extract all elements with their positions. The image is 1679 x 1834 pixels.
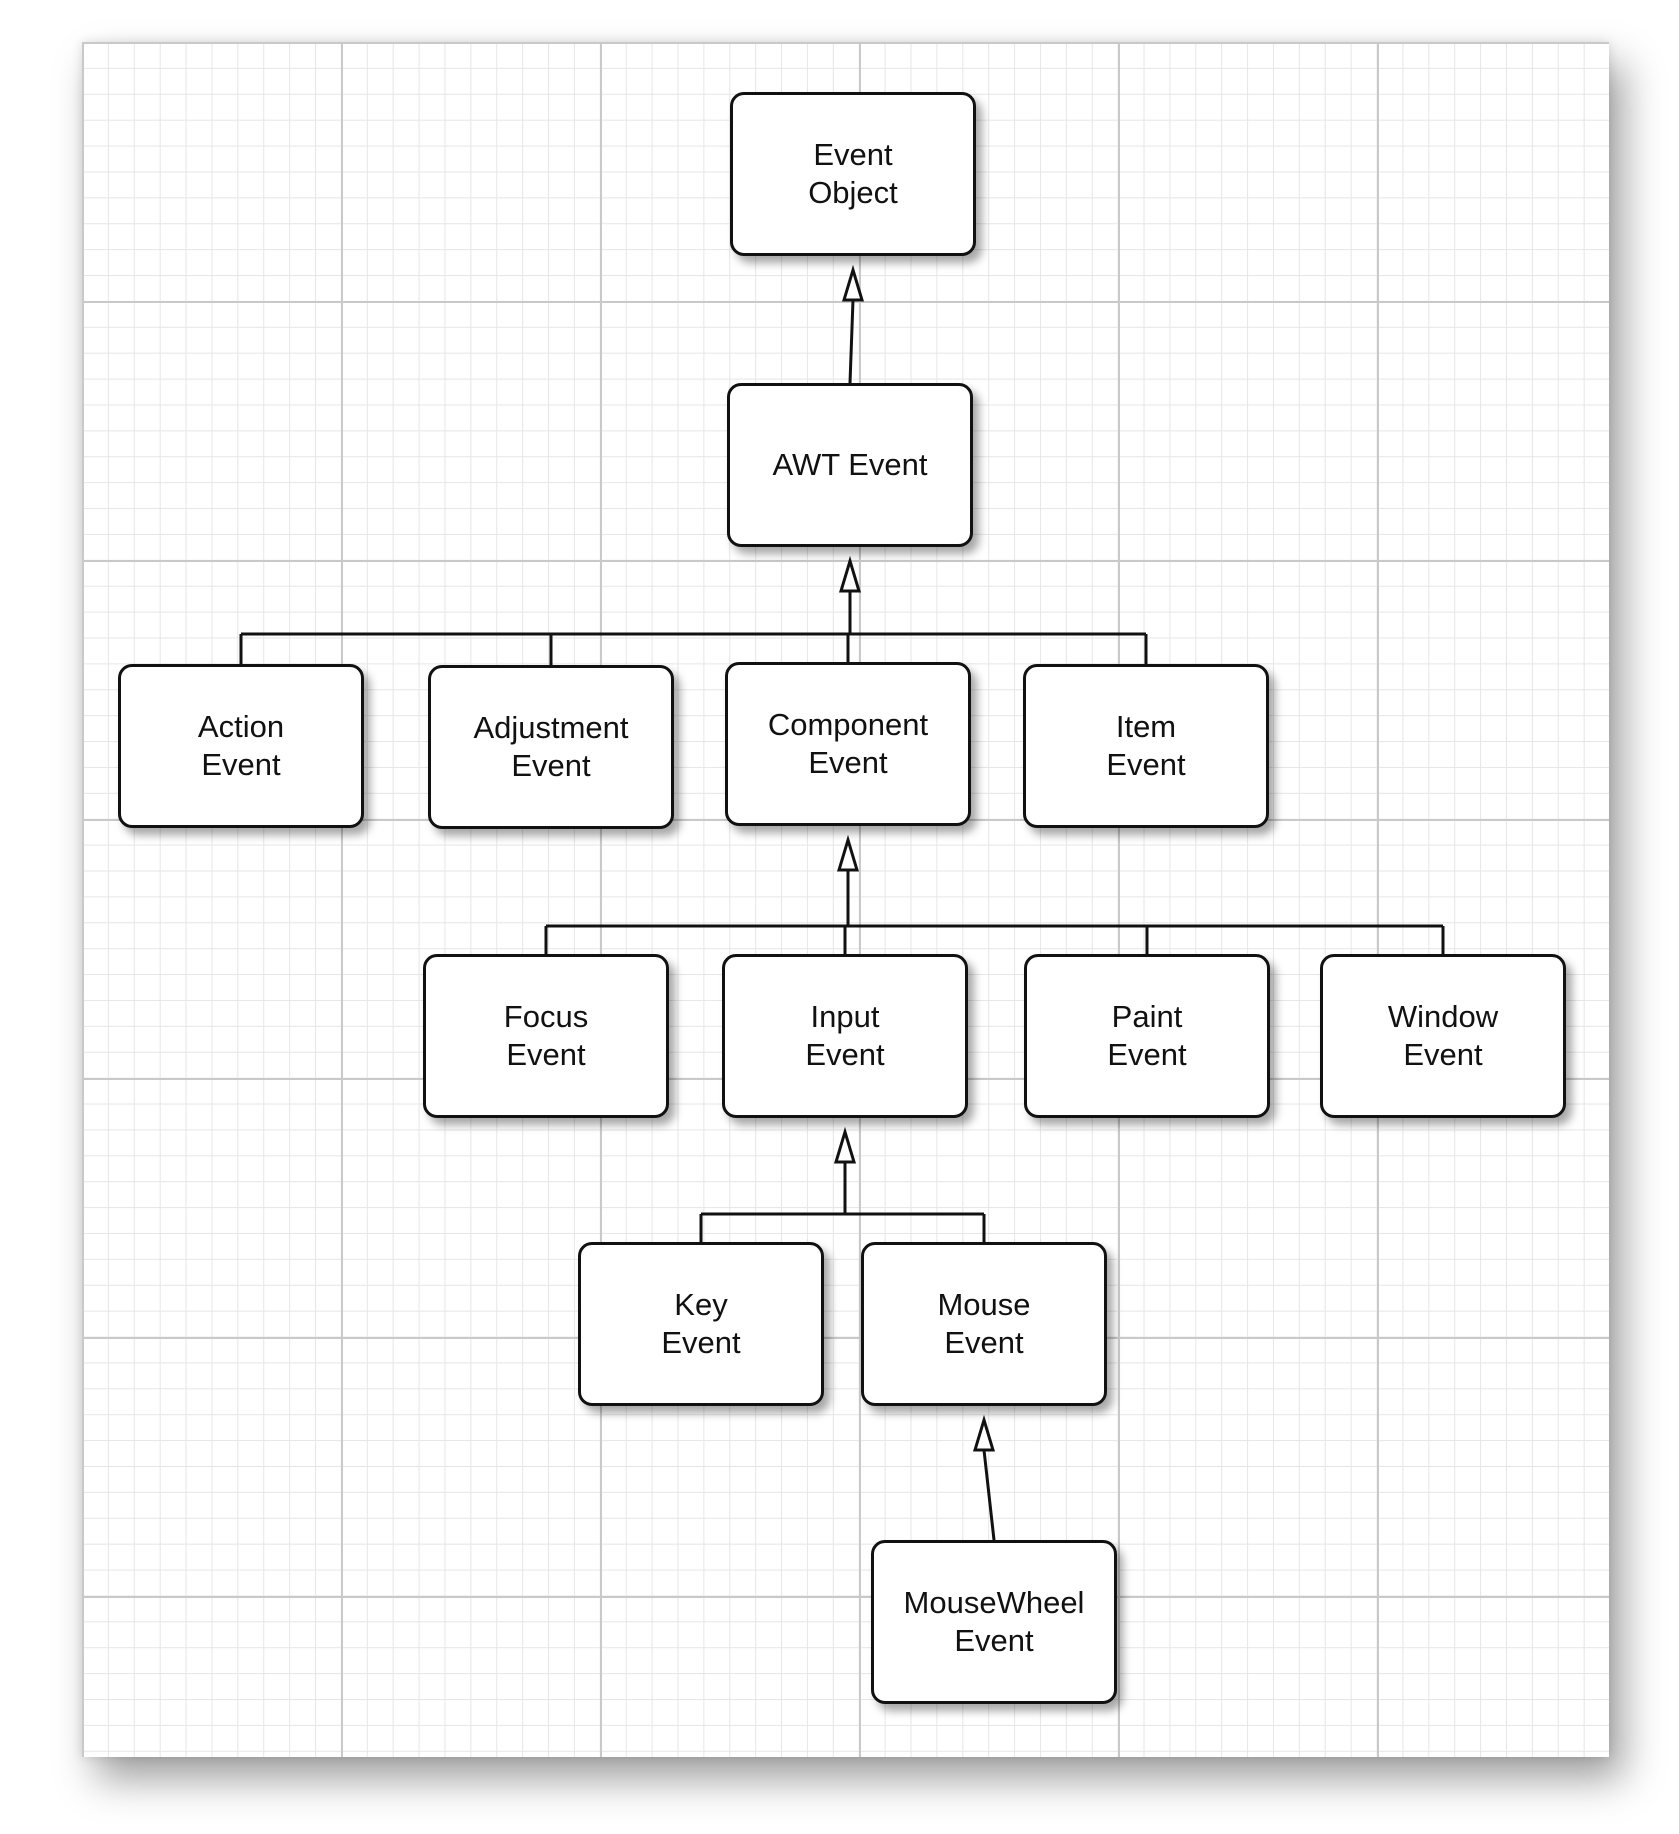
key-event-box: Key Event [578,1242,824,1406]
node-label-line: Focus [503,999,589,1034]
input-event-box: Input Event [722,954,968,1118]
node-label-line: Window [1387,999,1499,1034]
node-label-line: Event [1106,747,1186,782]
node-label-line: Event [808,745,888,780]
node-label-line: Action [197,709,285,744]
awt-event-box: AWT Event [727,383,973,547]
connector-line [848,299,855,384]
paint-event-box: Paint Event [1024,954,1270,1118]
window-event-box: Window Event [1320,954,1566,1118]
inheritance-arrowhead-icon [838,555,862,593]
node-label-line: AWT Event [772,447,928,482]
node-label-line: Component [767,707,929,742]
event-object-box: Event Object [730,92,976,256]
node-label-line: Event [1403,1037,1483,1072]
node-label-line: Mouse [937,1287,1031,1322]
inheritance-arrowhead-icon [836,834,860,872]
focus-event-box: Focus Event [423,954,669,1118]
component-event-box: Component Event [725,662,971,826]
action-event-box: Action Event [118,664,364,828]
node-label-line: Paint [1111,999,1183,1034]
node-label-line: Input [810,999,880,1034]
node-label-line: Event [511,748,591,783]
node-label-line: MouseWheel [903,1585,1085,1620]
inheritance-arrowhead-icon [841,264,865,302]
item-event-box: Item Event [1023,664,1269,828]
node-label-line: Event [661,1325,741,1360]
node-label-line: Adjustment [473,710,629,745]
mouse-event-box: Mouse Event [861,1242,1107,1406]
grid-paper-background [82,42,1609,1757]
node-label-line: Event [506,1037,586,1072]
node-label-line: Item [1115,709,1177,744]
connector-line [982,1449,996,1541]
inheritance-arrowhead-icon [833,1126,857,1164]
node-label-line: Event [201,747,281,782]
node-label-line: Event [813,137,893,172]
inheritance-arrowhead-icon [972,1414,996,1452]
node-label-line: Object [808,175,898,210]
mousewheel-event-box: MouseWheel Event [871,1540,1117,1704]
node-label-line: Event [1107,1037,1187,1072]
node-label-line: Event [805,1037,885,1072]
node-label-line: Key [674,1287,728,1322]
node-label-line: Event [954,1623,1034,1658]
node-label-line: Event [944,1325,1024,1360]
adjustment-event-box: Adjustment Event [428,665,674,829]
